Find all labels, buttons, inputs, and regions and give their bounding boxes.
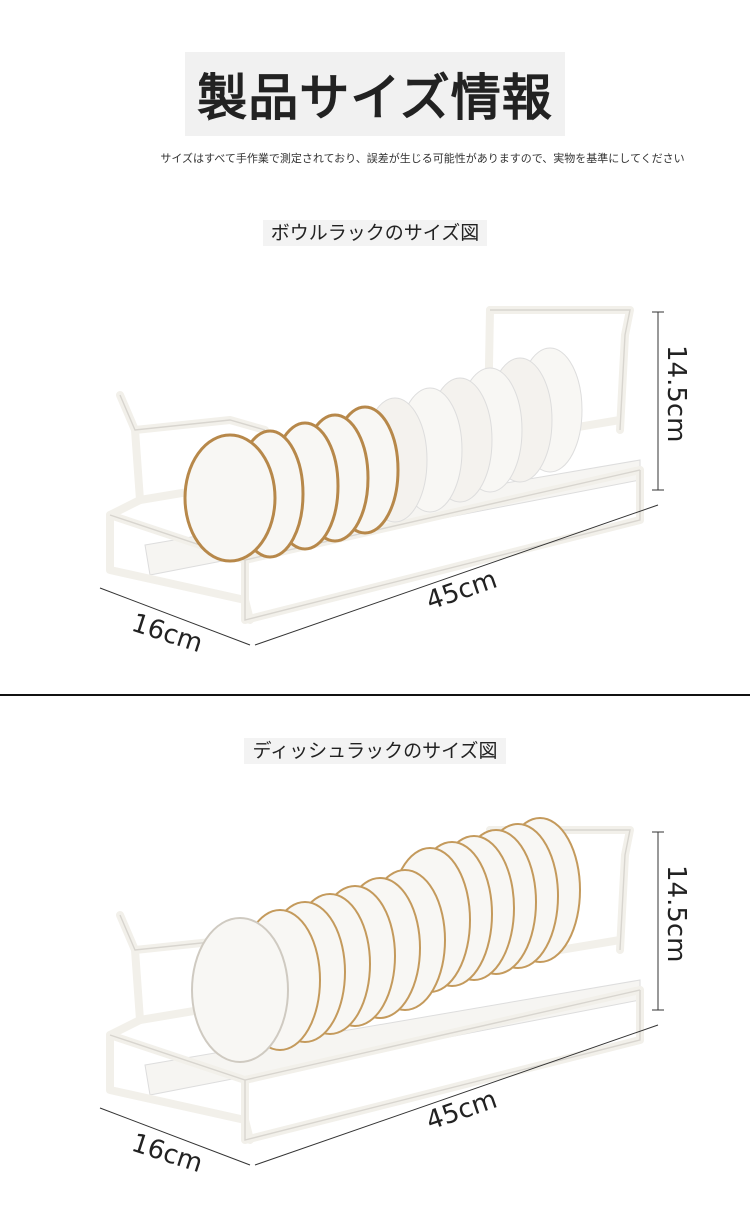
depth-label-2: 16cm	[128, 1128, 206, 1179]
title-wrap: 製品サイズ情報	[0, 52, 750, 136]
height-label: 14.5cm	[661, 345, 691, 443]
height-label-2: 14.5cm	[661, 865, 691, 963]
page-title: 製品サイズ情報	[185, 52, 565, 136]
dimension-lines-2	[99, 831, 664, 1166]
rack-frame-outline	[109, 309, 641, 621]
bowl-rack-section-title: ボウルラックのサイズ図	[0, 218, 750, 246]
dish-rack-title-text: ディッシュラックのサイズ図	[244, 738, 506, 764]
bowls-group	[183, 347, 583, 563]
dimension-lines	[99, 311, 664, 646]
dish-rack-section-title: ディッシュラックのサイズ図	[0, 736, 750, 764]
bowl-rack-illustration: 14.5cm 45cm 16cm	[99, 306, 691, 659]
depth-label: 16cm	[128, 608, 206, 659]
bowl-rack-title-text: ボウルラックのサイズ図	[262, 220, 488, 246]
plates-group	[191, 817, 581, 1063]
dish-rack-illustration: 14.5cm 45cm 16cm	[99, 817, 691, 1179]
measurement-note: サイズはすべて手作業で測定されており、誤差が生じる可能性がありますので、実物を基…	[160, 152, 685, 165]
section-divider	[0, 694, 750, 696]
